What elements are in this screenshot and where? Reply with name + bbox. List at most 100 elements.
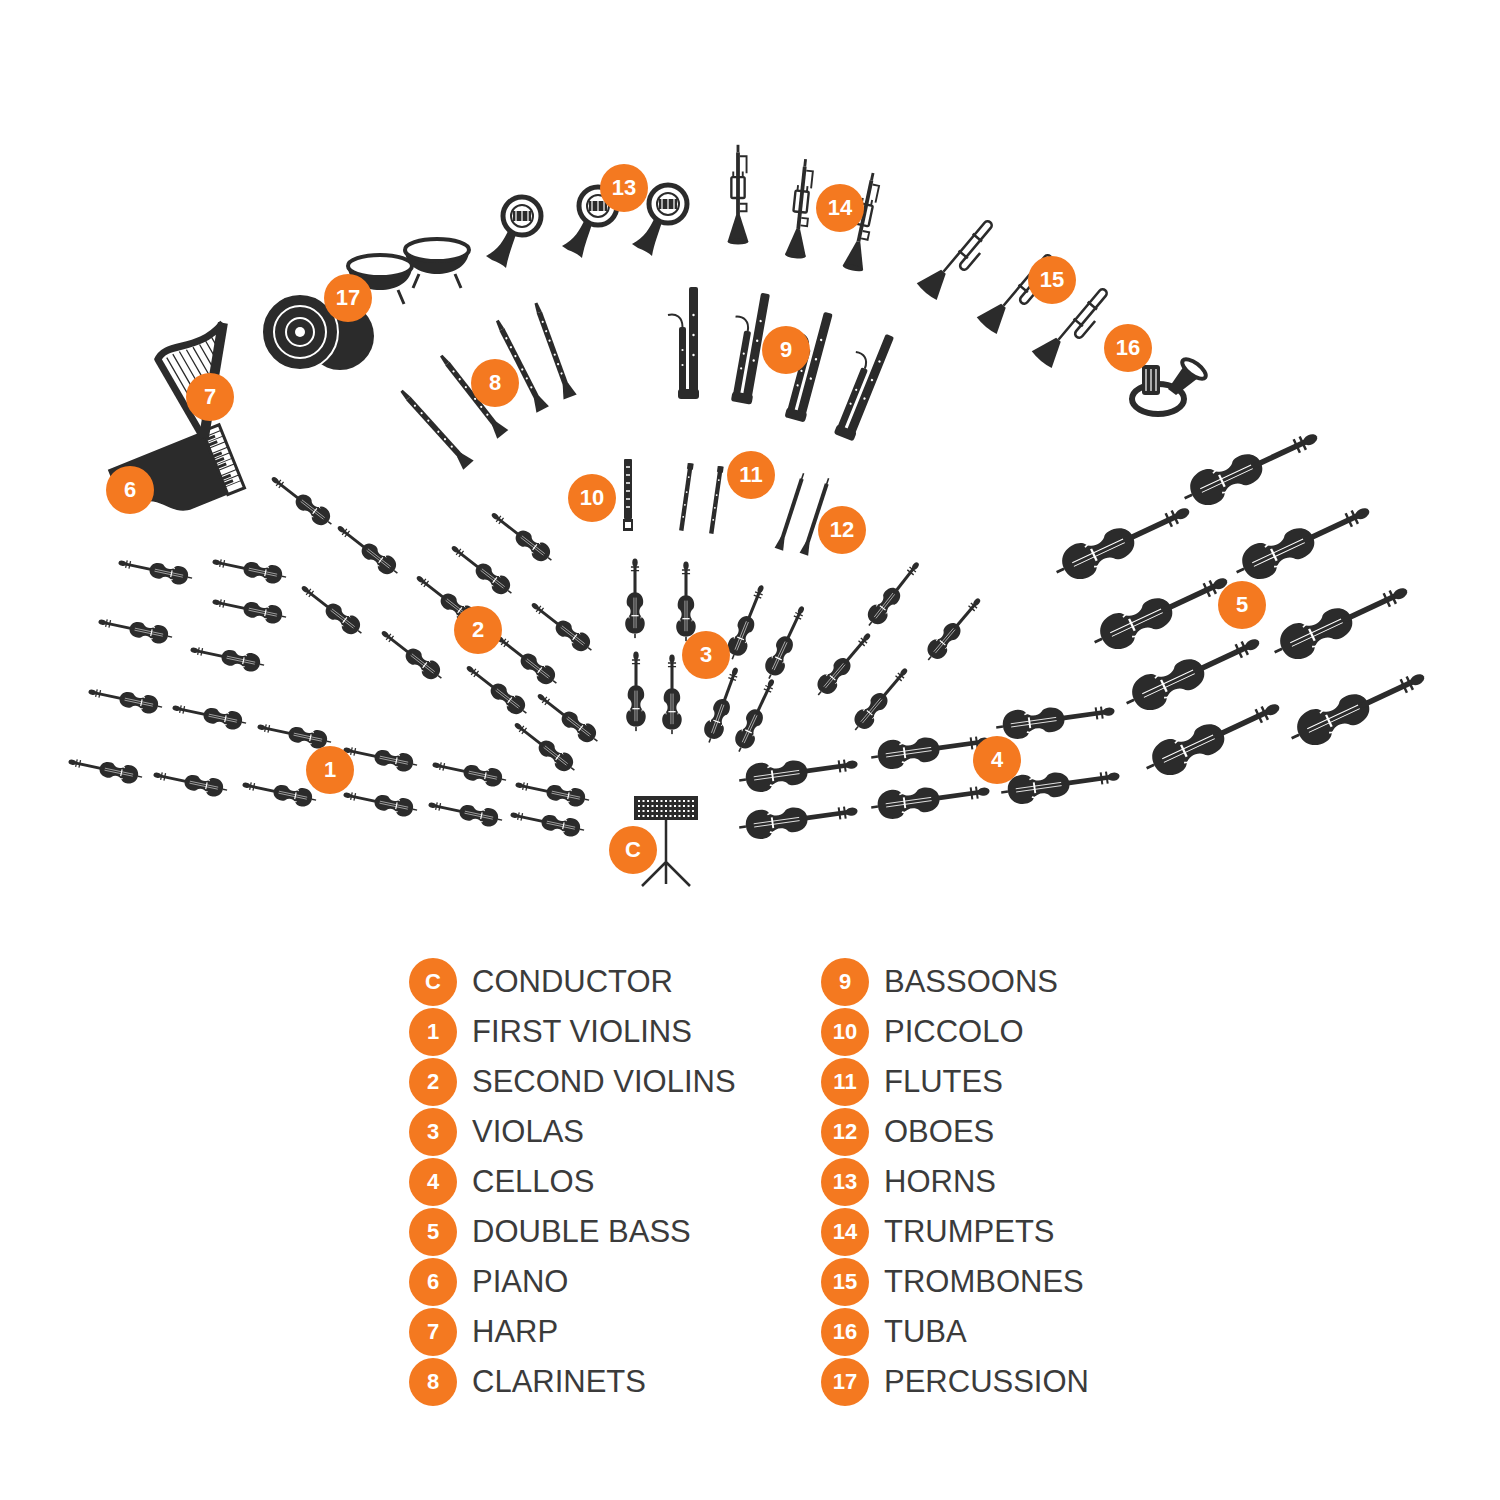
callout-circle: 15 (821, 1258, 869, 1306)
callout-number-text: 10 (833, 1021, 857, 1043)
cello-symbol (994, 696, 1116, 742)
callout-circle: 16 (821, 1308, 869, 1356)
callout-number: 9 (762, 326, 810, 374)
timpani-symbol (405, 239, 469, 288)
bassoon-symbol (668, 287, 699, 399)
oboe-symbol (775, 472, 808, 551)
viola-symbol-group (625, 557, 987, 756)
trombone-symbol (916, 211, 1000, 303)
callout-circle: 1 (409, 1008, 457, 1056)
callout-circle: 3 (682, 631, 730, 679)
callout-number-text: 9 (839, 971, 851, 993)
callout-number-text: 7 (427, 1321, 439, 1343)
callout-number: C (609, 826, 657, 874)
callout-circle: 10 (568, 474, 616, 522)
callout-circle: 4 (409, 1158, 457, 1206)
callout-circle: 13 (600, 164, 648, 212)
instrument-part (405, 239, 469, 261)
callout-circle: 7 (409, 1308, 457, 1356)
violin-symbol (152, 765, 229, 799)
legend-text: FLUTES (884, 1063, 1003, 1100)
double-bass-symbol (1267, 574, 1414, 668)
violin-symbol (486, 507, 557, 568)
legend-key: 10PICCOLO (821, 1008, 869, 1056)
viola-symbol (811, 628, 877, 702)
bassoon-symbol (824, 326, 895, 441)
legend-key: 13HORNS (821, 1158, 869, 1206)
harp-symbol (153, 319, 268, 439)
callout-number: 3 (682, 631, 730, 679)
callout-circle: 9 (821, 958, 869, 1006)
legend-text: PICCOLO (884, 1013, 1024, 1050)
callout-number: 11 (727, 451, 775, 499)
callout-number-text: 5 (1236, 594, 1248, 616)
viola-symbol (676, 561, 696, 641)
callout-number-text: 13 (612, 177, 636, 199)
clarinet-symbol (529, 301, 576, 400)
instrument-part (634, 796, 698, 820)
callout-number-text: 10 (580, 487, 604, 509)
legend-text: VIOLAS (472, 1113, 584, 1150)
horn-symbol (486, 197, 541, 268)
callout-number: 1 (306, 746, 354, 794)
instrument-part (295, 327, 305, 337)
violin-symbol-group (67, 552, 591, 839)
callout-circle: 13 (821, 1158, 869, 1206)
double-bass-symbol (1229, 494, 1376, 588)
legend-key: 14TRUMPETS (821, 1208, 869, 1256)
viola-symbol (626, 651, 646, 731)
viola-symbol (921, 593, 987, 667)
legend-text: HARP (472, 1313, 558, 1350)
callout-number-text: 16 (1116, 337, 1140, 359)
callout-number-text: 2 (427, 1071, 439, 1093)
callout-circle: 16 (1104, 324, 1152, 372)
double-bass-symbol (1049, 494, 1196, 588)
cello-symbol (869, 776, 991, 822)
clarinet-symbol (396, 386, 473, 470)
callout-number-text: 8 (489, 372, 501, 394)
callout-circle: 4 (973, 736, 1021, 784)
callout-circle: 2 (409, 1058, 457, 1106)
legend-key: 12OBOES (821, 1108, 869, 1156)
legend-text: PIANO (472, 1263, 568, 1300)
legend-key: 11FLUTES (821, 1058, 869, 1106)
violin-symbol (189, 640, 266, 674)
callout-circle: 3 (409, 1108, 457, 1156)
instrument-part (159, 323, 268, 438)
legend-text: OBOES (884, 1113, 994, 1150)
viola-symbol (730, 675, 781, 755)
legend-key: 4CELLOS (409, 1158, 457, 1206)
violin-symbol (491, 630, 562, 691)
violin-symbol-group (266, 471, 603, 778)
legend-text: SECOND VIOLINS (472, 1063, 736, 1100)
callout-circle: 10 (821, 1008, 869, 1056)
callout-number-text: 13 (833, 1171, 857, 1193)
legend-key: 2SECOND VIOLINS (409, 1058, 457, 1106)
callout-number-text: 6 (427, 1271, 439, 1293)
callout-circle: 14 (821, 1208, 869, 1256)
callout-number-text: 3 (700, 644, 712, 666)
legend-key: 9BASSOONS (821, 958, 869, 1006)
callout-number-text: 15 (833, 1271, 857, 1293)
violin-symbol (532, 688, 603, 749)
callout-number: 17 (324, 274, 372, 322)
legend-text: PERCUSSION (884, 1363, 1089, 1400)
callout-number: 7 (186, 373, 234, 421)
cello-symbol (737, 749, 859, 795)
viola-symbol (848, 663, 914, 737)
double-bass-symbol (1139, 690, 1286, 784)
violin-symbol (266, 471, 337, 532)
violin-symbol (211, 592, 288, 626)
callout-number: 13 (600, 164, 648, 212)
violin-symbol (342, 785, 419, 819)
violin-symbol (509, 805, 586, 839)
callout-circle: 8 (471, 359, 519, 407)
legend-key: CCONDUCTOR (409, 958, 457, 1006)
callout-circle: 6 (106, 466, 154, 514)
callout-number: 15 (1028, 256, 1076, 304)
trumpet-symbol-group (728, 145, 884, 273)
callout-circle: 17 (821, 1358, 869, 1406)
callout-number-text: 9 (780, 339, 792, 361)
callout-number-text: 14 (833, 1221, 857, 1243)
